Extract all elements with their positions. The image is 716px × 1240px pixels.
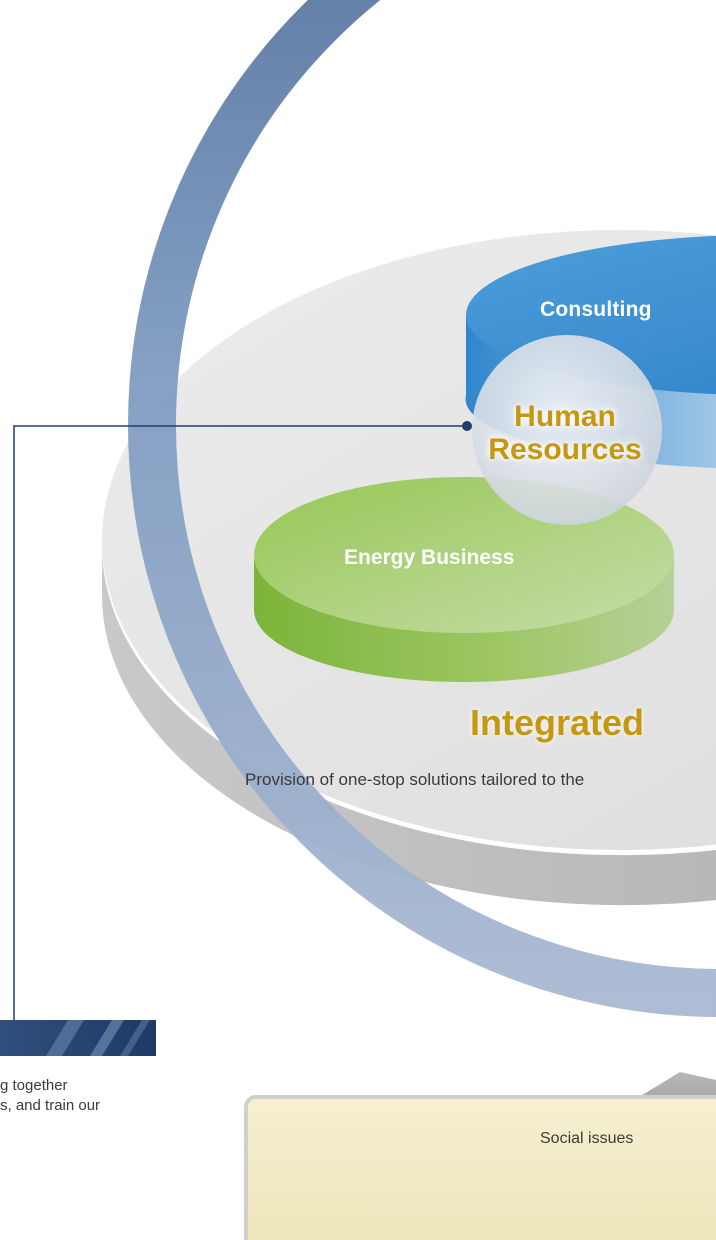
- description-text: Provision of one-stop solutions tailored…: [245, 770, 585, 789]
- consulting-label: Consulting: [540, 298, 652, 321]
- connector-dot: [462, 421, 472, 431]
- platter-side: [101, 540, 716, 906]
- left-callout-text: g together s, and train our: [0, 1077, 101, 1114]
- left-banner: [0, 1020, 156, 1056]
- social-issues-box: [244, 1095, 716, 1240]
- connector-line: [13, 425, 467, 1020]
- integrated-headline: Integrated: [470, 702, 645, 743]
- social-issues-label: Social issues: [540, 1130, 634, 1147]
- outer-ring: [128, 0, 716, 1017]
- human-resources-circle: [472, 335, 662, 525]
- human-resources-label: Human Resources: [488, 400, 642, 466]
- ring-title: Consulting &: [463, 33, 585, 91]
- energy-business-label: Energy Business: [344, 546, 515, 569]
